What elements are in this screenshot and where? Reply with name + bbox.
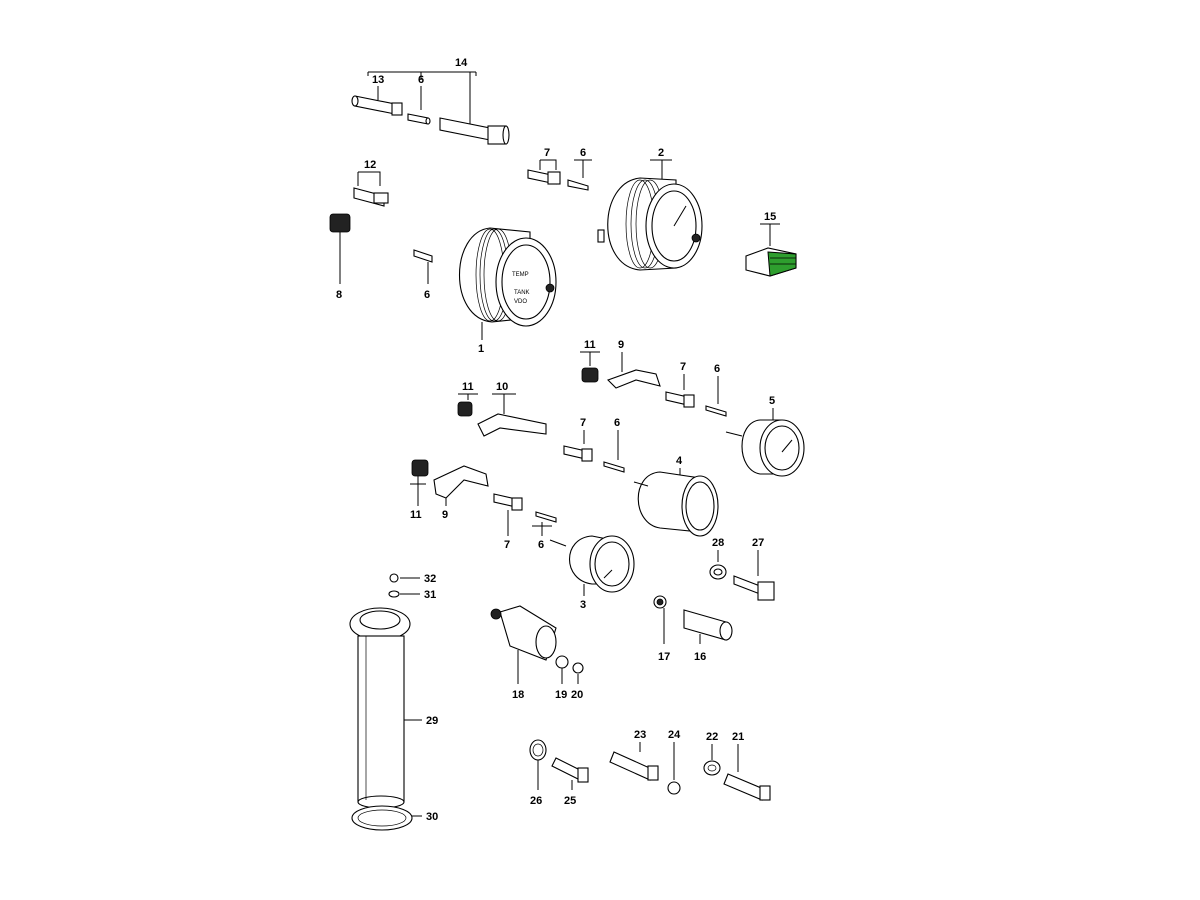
callout-19[interactable]: 19 <box>555 689 567 701</box>
part-21-sender[interactable]: 21 <box>723 731 771 801</box>
part-24-nut[interactable]: 24 <box>667 729 681 795</box>
callout-11-a[interactable]: 11 <box>584 339 596 351</box>
gauge-text-temp: TEMP <box>512 272 529 278</box>
part-9-bracket-b[interactable]: 9 <box>433 465 489 521</box>
callout-7-a[interactable]: 7 <box>680 361 686 373</box>
part-11-nut-c[interactable]: 11 <box>410 459 429 521</box>
callout-6-left[interactable]: 6 <box>424 289 430 301</box>
part-28-washer[interactable]: 28 <box>709 537 727 580</box>
part-5-small-gauge[interactable]: 5 <box>725 395 805 477</box>
part-13-bulb-holder[interactable] <box>351 95 403 116</box>
callout-11-c[interactable]: 11 <box>410 509 422 521</box>
callout-10[interactable]: 10 <box>496 381 508 393</box>
part-30-gasket[interactable]: 30 <box>351 805 438 831</box>
part-31-washer[interactable]: 31 <box>388 589 436 601</box>
callout-16[interactable]: 16 <box>694 651 706 663</box>
callout-15[interactable]: 15 <box>764 211 776 223</box>
callout-22[interactable]: 22 <box>706 731 718 743</box>
part-17-plug[interactable]: 17 <box>653 595 670 663</box>
part-19-nut[interactable]: 19 <box>555 655 569 701</box>
part-3-small-gauge[interactable]: 3 <box>549 535 635 611</box>
part-14-bulb-socket[interactable] <box>439 117 510 145</box>
part-18-oil-pressure-sender[interactable]: 18 <box>490 605 557 701</box>
part-7-socket-c[interactable]: 7 <box>493 493 523 551</box>
callout-12[interactable]: 12 <box>364 159 376 171</box>
callout-9-b[interactable]: 9 <box>442 509 448 521</box>
part-23-sender[interactable]: 23 <box>609 729 659 781</box>
callout-24[interactable]: 24 <box>668 729 681 741</box>
callout-4[interactable]: 4 <box>676 455 683 467</box>
callout-5[interactable]: 5 <box>769 395 775 407</box>
callout-6-a[interactable]: 6 <box>714 363 720 375</box>
callout-2[interactable]: 2 <box>658 147 664 159</box>
callout-25[interactable]: 25 <box>564 795 576 807</box>
part-10-bracket[interactable]: 10 <box>477 381 547 437</box>
callout-29[interactable]: 29 <box>426 715 438 727</box>
part-9-bracket-a[interactable]: 9 <box>606 339 661 389</box>
part-8-knurled-nut[interactable]: 8 <box>329 213 351 301</box>
part-6-bulb-top-middle[interactable]: 6 <box>567 147 592 191</box>
callout-31[interactable]: 31 <box>424 589 436 601</box>
callout-28[interactable]: 28 <box>712 537 724 549</box>
callout-21[interactable]: 21 <box>732 731 744 743</box>
part-26-washer[interactable]: 26 <box>529 739 547 807</box>
part-6-bulb-c[interactable]: 6 <box>532 511 557 551</box>
part-11-nut-a[interactable]: 11 <box>580 339 600 383</box>
part-16-switch[interactable]: 16 <box>683 609 733 663</box>
callout-17[interactable]: 17 <box>658 651 670 663</box>
part-1-combination-gauge[interactable]: TEMP TANK VDO 1 <box>458 227 557 355</box>
part-7-bulb-socket-top[interactable]: 7 <box>527 147 561 185</box>
callout-6-b[interactable]: 6 <box>614 417 620 429</box>
callout-8[interactable]: 8 <box>336 289 342 301</box>
gauge-text-vdo: VDO <box>514 299 527 305</box>
part-6-bulb-b[interactable]: 6 <box>603 417 625 473</box>
part-group-14: 14 13 6 <box>367 57 477 128</box>
part-27-temperature-sender[interactable]: 27 <box>733 537 775 601</box>
part-32-screw[interactable]: 32 <box>389 573 436 585</box>
part-4-medium-gauge[interactable]: 4 <box>633 455 719 537</box>
callout-11-b[interactable]: 11 <box>462 381 474 393</box>
callout-13[interactable]: 13 <box>372 74 384 86</box>
gauge-text-tank: TANK <box>514 290 530 296</box>
callout-9-a[interactable]: 9 <box>618 339 624 351</box>
callout-7-c[interactable]: 7 <box>504 539 510 551</box>
callout-6-c[interactable]: 6 <box>538 539 544 551</box>
callout-6-top[interactable]: 6 <box>418 74 424 86</box>
callout-26[interactable]: 26 <box>530 795 542 807</box>
part-29-fuel-level-sender[interactable]: 29 <box>349 607 438 809</box>
callout-7-b[interactable]: 7 <box>580 417 586 429</box>
callout-20[interactable]: 20 <box>571 689 583 701</box>
callout-14[interactable]: 14 <box>455 57 468 69</box>
part-2-large-gauge[interactable]: 2 <box>597 147 703 271</box>
callout-30[interactable]: 30 <box>426 811 438 823</box>
callout-1[interactable]: 1 <box>478 343 484 355</box>
callout-23[interactable]: 23 <box>634 729 646 741</box>
part-20-nut[interactable]: 20 <box>571 662 584 701</box>
part-11-nut-b[interactable]: 11 <box>457 381 478 417</box>
part-22-washer[interactable]: 22 <box>703 731 721 776</box>
callout-27[interactable]: 27 <box>752 537 764 549</box>
part-15-relay[interactable]: 15 <box>745 211 797 277</box>
callout-3[interactable]: 3 <box>580 599 586 611</box>
callout-7-top[interactable]: 7 <box>544 147 550 159</box>
part-6-bulb-a[interactable]: 6 <box>705 363 727 417</box>
part-7-socket-b[interactable]: 7 <box>563 417 593 462</box>
part-7-socket-a[interactable]: 7 <box>665 361 695 408</box>
part-25-sender[interactable]: 25 <box>551 757 589 807</box>
part-6-bulb-left[interactable]: 6 <box>413 249 433 301</box>
callout-6-top-middle[interactable]: 6 <box>580 147 586 159</box>
part-12-bulb-holder[interactable]: 12 <box>353 159 389 207</box>
callout-18[interactable]: 18 <box>512 689 524 701</box>
callout-32[interactable]: 32 <box>424 573 436 585</box>
part-6-bulb-top[interactable] <box>407 113 431 125</box>
